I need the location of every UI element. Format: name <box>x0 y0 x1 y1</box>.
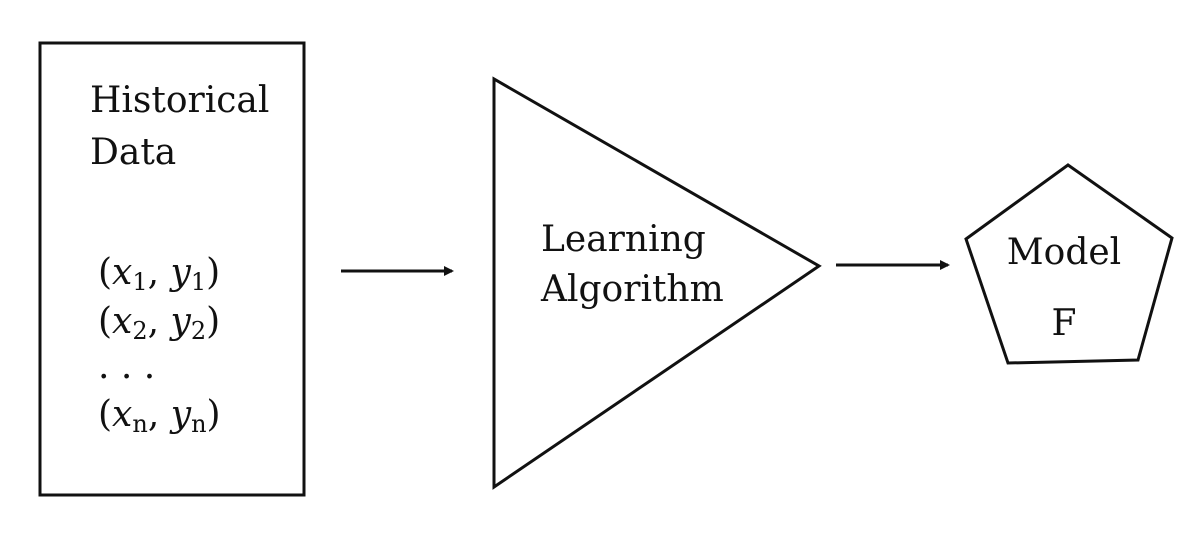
historical-data-box <box>38 41 306 497</box>
model-label-line1: Model <box>1007 232 1121 273</box>
model-pentagon <box>964 163 1174 365</box>
learning-algorithm-label-line2: Algorithm <box>540 269 724 310</box>
data-pair-n: (xn, yn) <box>98 394 221 438</box>
historical-data-title-line1: Historical <box>90 80 269 121</box>
data-ellipsis: . . . <box>98 346 155 387</box>
data-pair-2: (x2, y2) <box>98 301 220 345</box>
data-pair-1: (x1, y1) <box>98 252 220 296</box>
model-label-line2: F <box>1052 303 1077 344</box>
learning-algorithm-label-line1: Learning <box>541 219 706 260</box>
historical-data-title-line2: Data <box>90 132 176 173</box>
learning-algorithm-triangle <box>492 76 822 490</box>
